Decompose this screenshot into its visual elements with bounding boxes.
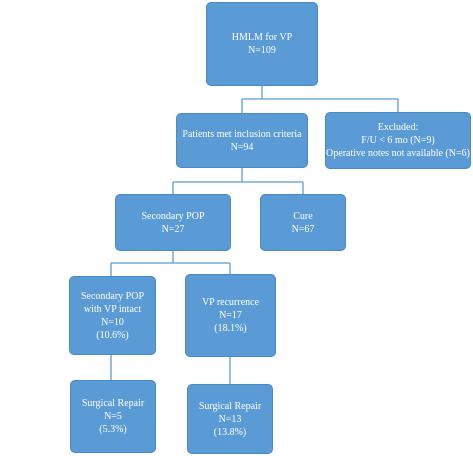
node-vp-recurrence-percent: (18.1%): [214, 323, 247, 334]
node-excluded-title: Excluded:: [377, 122, 419, 133]
node-excluded: Excluded: F/U < 6 mo (N=9) Operative not…: [325, 112, 471, 169]
node-secondary-pop: Secondary POP N=27: [115, 194, 231, 251]
node-repair-a-title: Surgical Repair: [81, 398, 145, 409]
node-inclusion-title: Patients met inclusion criteria: [182, 128, 302, 140]
node-secondary-pop-count: N=27: [161, 223, 185, 235]
node-pop-intact-percent: (10.6%): [96, 329, 129, 341]
node-repair-a-percent: (5.3%): [99, 424, 127, 435]
node-secondary-pop-title: Secondary POP: [141, 210, 205, 222]
node-secondary-pop-vp-intact: Secondary POP with VP intact N=10 (10.6%…: [69, 276, 156, 355]
node-surgical-repair-recurrence: Surgical Repair N=13 (13.8%): [187, 384, 273, 454]
node-vp-recurrence-count: N=17: [219, 310, 242, 321]
node-repair-a-count: N=5: [104, 411, 122, 422]
node-hmlm-count: N=109: [248, 45, 276, 56]
node-surgical-repair-intact: Surgical Repair N=5 (5.3%): [70, 380, 156, 453]
node-cure-title: Cure: [293, 210, 313, 222]
node-pop-intact-title-1: Secondary POP: [80, 290, 145, 302]
node-hmlm-title: HMLM for VP: [231, 32, 293, 43]
node-pop-intact-count: N=10: [101, 316, 124, 328]
node-cure-count: N=67: [291, 223, 315, 235]
node-repair-b-percent: (13.8%): [213, 426, 247, 438]
node-vp-recurrence: VP recurrence N=17 (18.1%): [185, 274, 276, 357]
node-vp-recurrence-title: VP recurrence: [201, 297, 260, 308]
node-repair-b-count: N=13: [218, 413, 242, 425]
node-excluded-notes: Operative notes not available (N=6): [326, 148, 470, 159]
node-repair-b-title: Surgical Repair: [198, 400, 262, 412]
node-inclusion-criteria: Patients met inclusion criteria N=94: [176, 113, 308, 168]
node-hmlm-for-vp: HMLM for VP N=109: [206, 2, 318, 86]
node-pop-intact-title-2: with VP intact: [83, 303, 142, 315]
node-inclusion-count: N=94: [230, 141, 254, 153]
node-cure: Cure N=67: [260, 194, 346, 251]
node-excluded-followup: F/U < 6 mo (N=9): [361, 135, 435, 146]
